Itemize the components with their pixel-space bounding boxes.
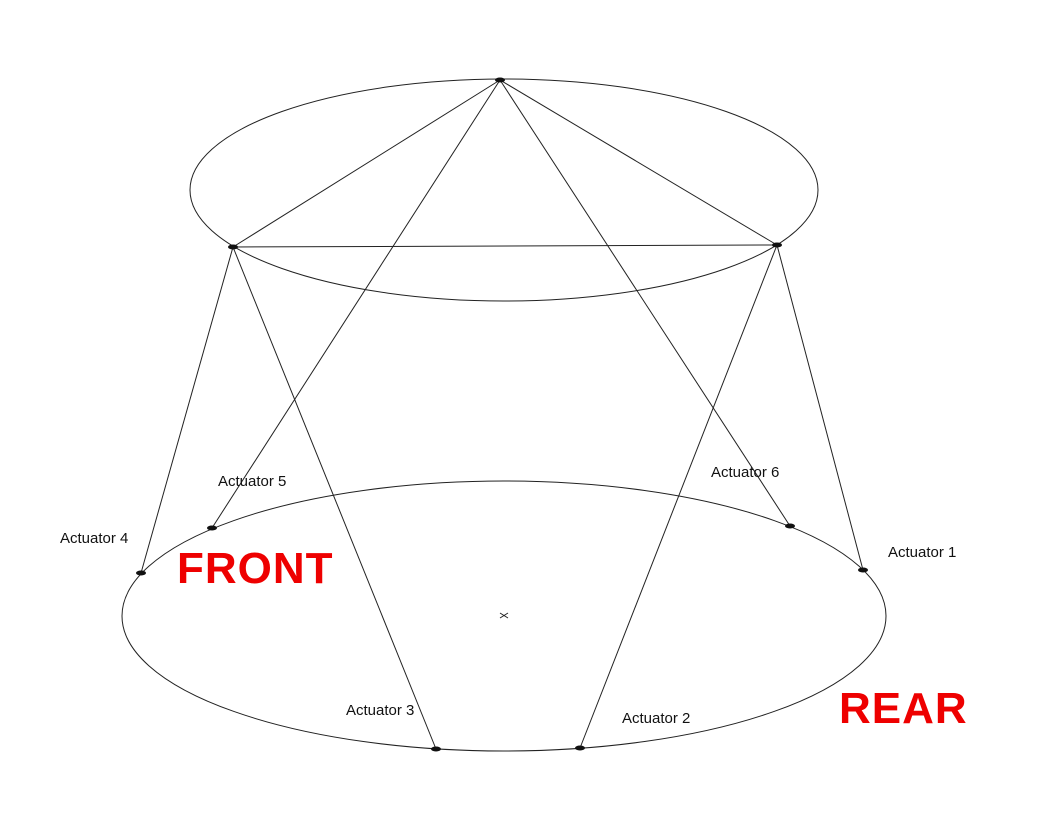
actuator-3-leg — [232, 246, 437, 750]
actuator-3-joint-dot — [431, 746, 441, 752]
top-triangle-edge — [232, 244, 778, 248]
actuator-6-joint-dot — [785, 523, 795, 529]
top-triangle-edge — [499, 79, 778, 246]
actuator-4-leg — [140, 246, 234, 574]
actuator-6-label: Actuator 6 — [711, 464, 780, 481]
top-triangle-edge — [232, 79, 501, 248]
actuator-1-leg — [776, 244, 864, 571]
center-mark-icon — [499, 612, 509, 619]
rear-label: REAR — [839, 684, 968, 733]
top-joint-dot — [495, 77, 505, 83]
actuator-4-label: Actuator 4 — [60, 530, 129, 547]
actuator-2-leg — [579, 244, 778, 749]
front-label: FRONT — [177, 544, 334, 593]
actuator-1-label: Actuator 1 — [888, 544, 957, 561]
actuator-2-label: Actuator 2 — [622, 710, 691, 727]
top-joint-dot — [772, 242, 782, 248]
top-platform-ellipse — [189, 78, 819, 302]
top-joint-dot — [228, 244, 238, 250]
actuator-1-joint-dot — [858, 567, 868, 573]
base-platform-ellipse — [121, 480, 887, 752]
actuator-5-leg — [211, 79, 501, 529]
actuator-5-label: Actuator 5 — [218, 473, 287, 490]
actuator-2-joint-dot — [575, 745, 585, 751]
actuator-4-joint-dot — [136, 570, 146, 576]
actuator-3-label: Actuator 3 — [346, 702, 415, 719]
actuator-5-joint-dot — [207, 525, 217, 531]
actuator-6-leg — [499, 79, 791, 527]
